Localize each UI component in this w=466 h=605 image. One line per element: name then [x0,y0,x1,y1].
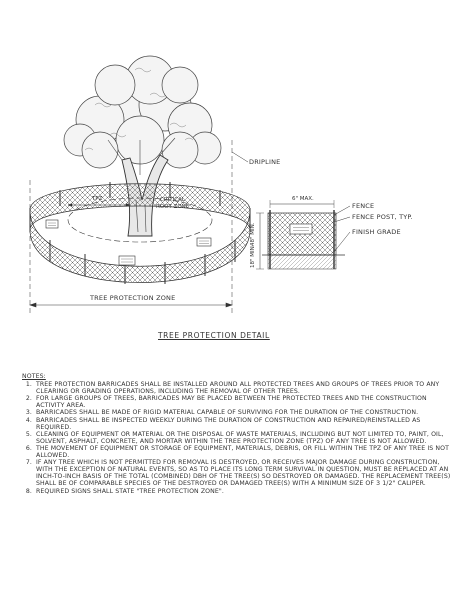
note-item: IF ANY TREE WHICH IS NOT PERMITTED FOR R… [34,459,454,487]
fence-detail [256,200,351,270]
fence-label: FENCE [352,202,375,210]
note-item: BARRICADES SHALL BE INSPECTED WEEKLY DUR… [34,417,454,431]
dripline-label: DRIPLINE [249,158,281,166]
fence-post-label: FENCE POST, TYP. [352,213,413,221]
tree-canopy [63,55,222,169]
fence-signs [45,219,212,266]
notes-heading: NOTES: [22,373,46,380]
note-item: BARRICADES SHALL BE MADE OF RIGID MATERI… [34,409,454,416]
max-width-label: 6" MAX. [292,196,314,202]
note-item: CLEANING OF EQUIPMENT OR MATERIAL OR THE… [34,431,454,445]
dripline-marker [29,140,249,316]
note-item: TREE PROTECTION BARRICADES SHALL BE INST… [34,381,454,395]
finish-grade-label: FINISH GRADE [352,228,401,236]
notes-list: TREE PROTECTION BARRICADES SHALL BE INST… [22,381,454,495]
notes-block: NOTES: TREE PROTECTION BARRICADES SHALL … [22,373,454,495]
depth-min-label: 18" MIN. [250,244,256,268]
tree-protection-drawing [29,55,351,316]
critical-root-zone-label-1: CRITICAL [160,197,185,203]
note-item: REQUIRED SIGNS SHALL STATE "TREE PROTECT… [34,488,454,495]
critical-root-zone-label-2: ROOT ZONE [156,204,190,210]
tree-protection-zone-label: TREE PROTECTION ZONE [90,294,176,302]
height-min-label: 48" MIN. [250,222,256,246]
tpz-label: TPZ [92,196,103,202]
note-item: THE MOVEMENT OF EQUIPMENT OR STORAGE OF … [34,445,454,459]
tree-protection-zone-dimension [29,302,233,308]
detail-title: TREE PROTECTION DETAIL [158,331,270,340]
note-item: FOR LARGE GROUPS OF TREES, BARRICADES MA… [34,395,454,409]
